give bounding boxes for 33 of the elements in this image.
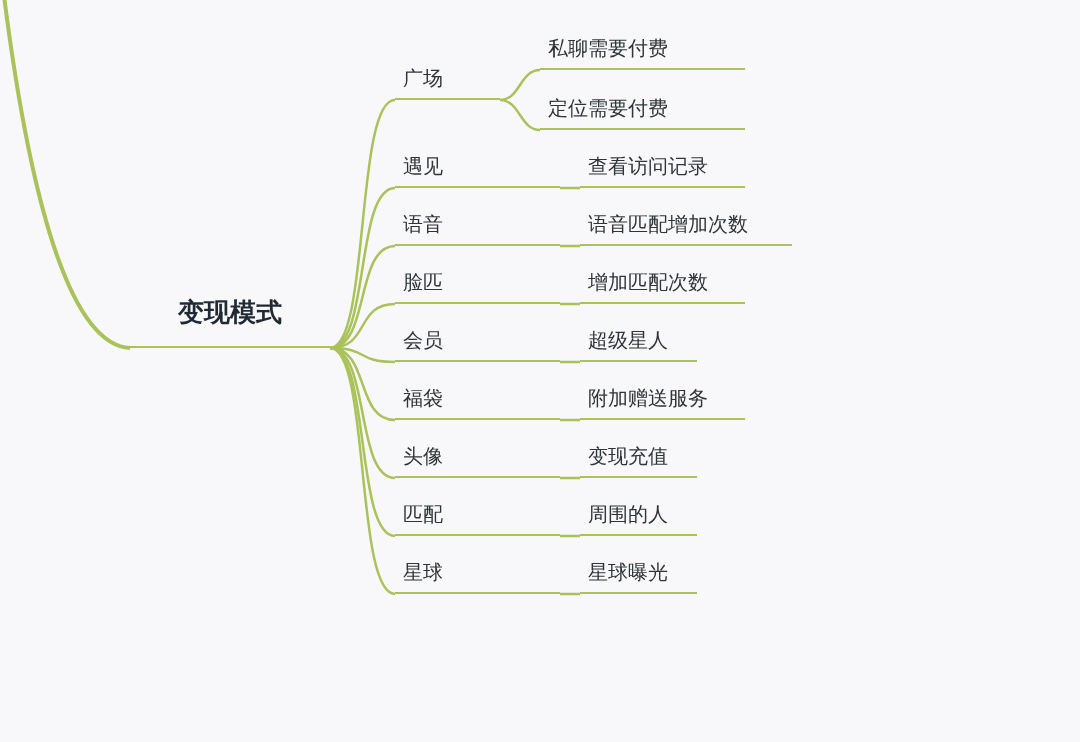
topic-label: 匹配	[403, 502, 443, 526]
branch-line	[560, 302, 580, 306]
topic-label: 定位需要付费	[548, 96, 668, 120]
branch-line	[560, 534, 580, 538]
topic-label: 查看访问记录	[588, 154, 708, 178]
topic-label: 私聊需要付费	[548, 36, 668, 60]
topic-label: 变现充值	[588, 444, 668, 468]
topic-label: 脸匹	[403, 270, 443, 294]
branch-line	[560, 592, 580, 596]
topic-label: 星球	[403, 560, 443, 584]
branch-line	[560, 476, 580, 480]
topic-label: 星球曝光	[588, 560, 668, 584]
topic-label: 遇见	[403, 154, 443, 178]
branch-line	[560, 418, 580, 422]
branch-line	[329, 98, 396, 350]
topic-label: 附加赠送服务	[588, 386, 708, 410]
branch-line	[2, 0, 131, 350]
topic-label: 增加匹配次数	[588, 270, 708, 294]
topic-label: 头像	[403, 444, 443, 468]
topic-label: 会员	[403, 328, 443, 352]
topic-label: 福袋	[403, 386, 443, 410]
topic-label: 语音匹配增加次数	[588, 212, 748, 236]
branch-line	[499, 98, 541, 132]
branch-line	[560, 186, 580, 190]
branch-line	[329, 186, 396, 350]
topic-label: 周围的人	[588, 502, 668, 526]
topic-label: 超级星人	[588, 328, 668, 352]
topic-label: 广场	[403, 66, 443, 90]
branch-line	[560, 360, 580, 364]
branch-line	[560, 244, 580, 248]
topic-label: 变现模式	[178, 296, 282, 328]
branch-line	[329, 346, 396, 596]
topic-label: 语音	[403, 212, 443, 236]
